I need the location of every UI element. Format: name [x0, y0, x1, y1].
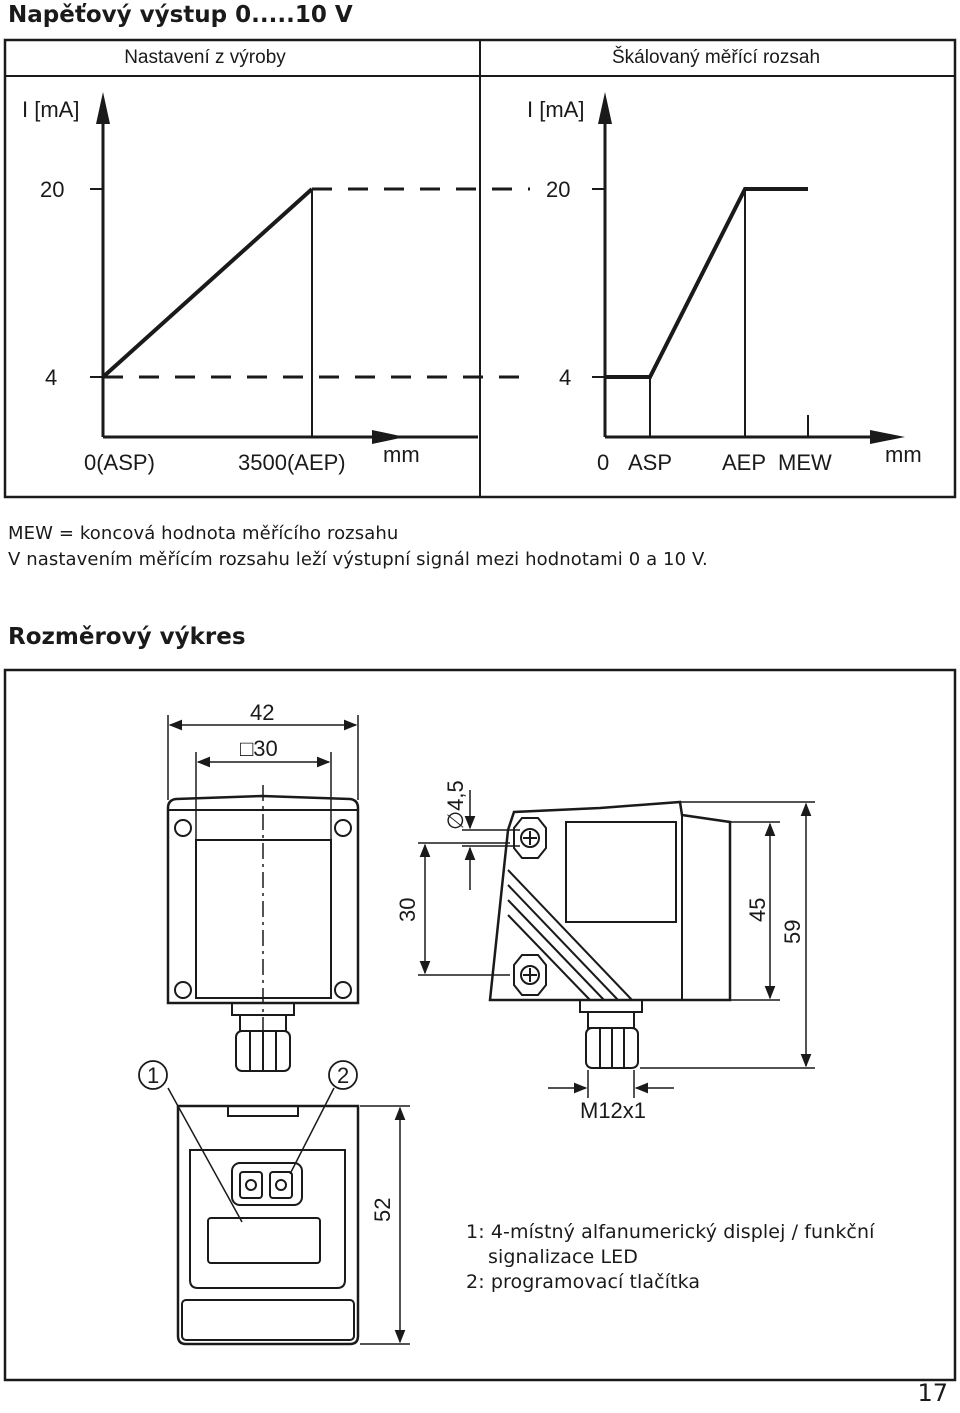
dim-42-label: 42	[250, 700, 274, 725]
left-graph	[90, 92, 530, 439]
dim-30-square-label: □30	[240, 736, 278, 761]
note-range: V nastavením měřícím rozsahu leží výstup…	[8, 549, 708, 570]
side-view	[488, 800, 732, 1069]
legend-line-2: signalizace LED	[488, 1246, 638, 1268]
left-response-line	[101, 187, 314, 379]
callout-1: 1	[147, 1063, 159, 1088]
legend-line-1: 1: 4-místný alfanumerický displej / funk…	[466, 1221, 875, 1243]
dim-hole-label: ∅4,5	[443, 780, 468, 830]
thread-label: M12x1	[580, 1098, 646, 1123]
left-y-tick-4: 4	[45, 365, 57, 390]
left-x-arrow	[372, 430, 405, 444]
right-response-line	[605, 187, 808, 379]
dim-30-label: 30	[395, 898, 420, 922]
left-graph-title: Nastavení z výroby	[124, 47, 286, 68]
right-graph	[592, 92, 905, 444]
dim-52-label: 52	[370, 1198, 395, 1222]
right-x-tick-aep: AEP	[722, 450, 766, 475]
left-y-tick-20: 20	[40, 177, 64, 202]
bottom-view	[138, 1060, 410, 1346]
note-mew: MEW = koncová hodnota měřícího rozsahu	[8, 523, 399, 544]
right-x-arrow	[870, 430, 905, 444]
dim-59-label: 59	[780, 920, 805, 944]
drawing-panel	[3, 668, 957, 1382]
right-graph-title: Škálovaný měřící rozsah	[612, 46, 820, 68]
right-y-label: I [mA]	[527, 97, 584, 122]
left-y-label: I [mA]	[22, 97, 79, 122]
right-x-tick-asp: ASP	[628, 450, 672, 475]
front-view	[166, 785, 360, 1075]
side-dims	[418, 790, 815, 1098]
page-heading: Napěťový výstup 0.....10 V	[8, 2, 353, 28]
right-y-arrow	[598, 92, 612, 124]
left-x-tick-asp: 0(ASP)	[84, 450, 155, 475]
right-y-tick-20: 20	[546, 177, 570, 202]
left-x-tick-aep: 3500(AEP)	[238, 450, 346, 475]
right-x-tick-mew: MEW	[778, 450, 832, 475]
right-y-tick-4: 4	[559, 365, 571, 390]
left-y-arrow	[96, 92, 110, 124]
right-x-unit: mm	[885, 442, 922, 467]
drawing-heading: Rozměrový výkres	[8, 624, 246, 650]
graph-panel	[3, 38, 957, 499]
right-x-tick-0: 0	[597, 450, 609, 475]
callout-2: 2	[337, 1063, 349, 1088]
legend-line-3: 2: programovací tlačítka	[466, 1271, 701, 1293]
page-number: 17	[917, 1379, 948, 1407]
dim-45-label: 45	[745, 898, 770, 922]
left-x-unit: mm	[383, 442, 420, 467]
dim-42	[167, 715, 359, 840]
